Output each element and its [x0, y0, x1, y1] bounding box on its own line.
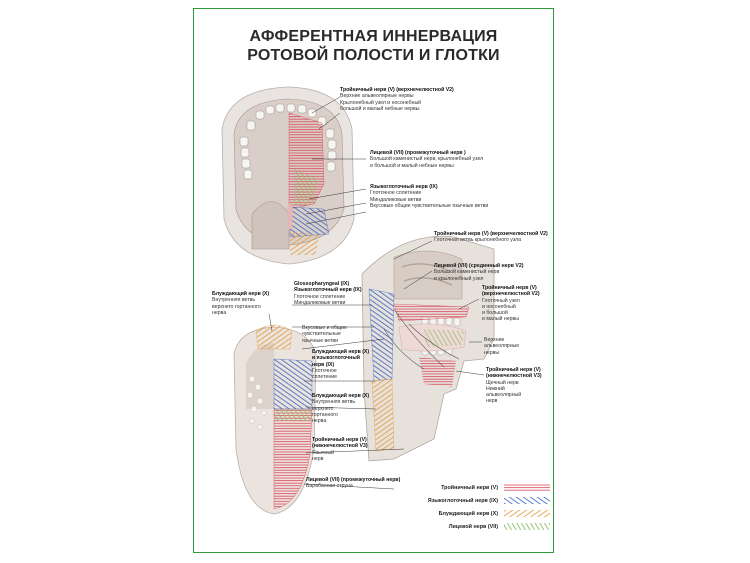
legend-item-trigeminal: Тройничный нерв (V) [420, 483, 550, 496]
label-line: нерва [212, 309, 227, 316]
label-line: Глоточный узел [482, 297, 520, 304]
label-line: нерв [312, 455, 324, 462]
label-head: Лицевой (VII) (промежуточный нерв) [306, 477, 401, 483]
label-line: Щечный нерв [486, 379, 519, 386]
label-line: и большой [482, 310, 508, 317]
label-line: Глоточное сплетение [294, 293, 346, 300]
label-line: Большой каменистый нерв, крылонебный узе… [370, 156, 484, 163]
label-line: Верхние [484, 337, 505, 343]
label-head: Блуждающий нерв (X) [312, 393, 370, 399]
label-line: Глоточное [312, 367, 337, 374]
anatomy-illustration [221, 86, 495, 515]
label-line: альвеолярный [486, 392, 522, 399]
label-trigeminal-v2-side: Тройничный нерв (V) (верхнечелюстной V2)… [434, 231, 549, 244]
label-line: Глоточное сплетение [370, 190, 422, 197]
label-head: Блуждающий нерв (X) [212, 291, 270, 297]
label-line: нерва [312, 418, 327, 425]
label-line: Миндаликовые ветви [370, 196, 422, 203]
label-glosso-mid: Glossopharyngeal (IX) Языкоглоточный нер… [294, 281, 374, 306]
label-line: Крылонебный узел и носонебный [340, 99, 422, 106]
label-upper-alveolar: Верхние альвеолярные нервы [484, 337, 519, 356]
label-line: Внутренняя ветвь [212, 297, 256, 304]
label-head: Тройничный нерв (V) (нижнечелюстной V3) [312, 437, 368, 450]
label-line: Нижний [486, 385, 505, 392]
label-line: Вкусовые и общие [302, 325, 347, 331]
label-line: Миндаликовые ветви [294, 299, 346, 306]
label-line: и крылонебный узел [434, 275, 484, 282]
label-head: Лицевой (VII) (промежуточный нерв ) [370, 150, 466, 156]
label-line: верхнего [312, 405, 334, 412]
legend-label: Языкоглоточный нерв (IX) [427, 498, 498, 504]
label-vagus-glosso-mid: Блуждающий нерв (X) и языкоглоточный нер… [312, 349, 370, 380]
label-head: Лицевой (VII) (срединный нерв V2) [434, 263, 524, 269]
label-line: альвеолярные [484, 343, 520, 350]
legend-item-glossopharyngeal: Языкоглоточный нерв (IX) [420, 496, 550, 509]
label-line: Внутренняя ветвь [312, 399, 356, 406]
label-head: Тройничный нерв (V) (нижнечелюстной V3) [486, 367, 542, 380]
palate-view [221, 86, 355, 265]
label-head: Glossopharyngeal (IX) Языкоглоточный нер… [294, 281, 362, 294]
label-head: Блуждающий нерв (X) и языкоглоточный нер… [312, 349, 370, 368]
label-trigeminal-v2-right: Тройничный нерв (V) (верхнечелюстной V2)… [482, 285, 553, 323]
label-line: Большой каменистый нерв [434, 269, 500, 276]
label-line: Глоточная ветвь крылонебного узла [434, 237, 522, 244]
title-line-2: РОТОВОЙ ПОЛОСТИ И ГЛОТКИ [247, 47, 500, 64]
label-glossopharyngeal-top: Языкоглоточный нерв (IX) Глоточное сплет… [370, 184, 488, 209]
label-vagus-mid: Блуждающий нерв (X) Внутренняя ветвь вер… [312, 393, 370, 424]
label-trigeminal-v3-right: Тройничный нерв (V) (нижнечелюстной V3) … [486, 367, 552, 405]
label-line: и большой и малый небные нервы [370, 162, 454, 169]
legend-label: Лицевой нерв (VII) [448, 524, 498, 530]
label-line: большой и малый небные нервы [340, 105, 420, 112]
legend-swatch-vagus [504, 510, 550, 517]
label-taste-mid: Вкусовые и общие чувствительные язычные … [302, 325, 347, 344]
label-facial-vii-side: Лицевой (VII) (срединный нерв V2) Большо… [434, 263, 523, 282]
legend-item-facial: Лицевой нерв (VII) [420, 522, 550, 535]
leader-lines [268, 96, 485, 490]
poster-title: АФФЕРЕНТНАЯ ИННЕРВАЦИЯ РОТОВОЙ ПОЛОСТИ И… [194, 27, 553, 65]
label-line: Верхние альвеолярные нервы [340, 93, 414, 100]
sagittal-view [361, 235, 495, 462]
label-line: и носонебный [482, 303, 516, 310]
legend-swatch-trigeminal [504, 484, 550, 491]
label-head: Тройничный нерв (V) (верхнечелюстной V2) [340, 87, 454, 93]
label-facial-vii-top: Лицевой (VII) (промежуточный нерв ) Боль… [370, 150, 483, 169]
label-head: Языкоглоточный нерв (IX) [370, 184, 438, 190]
label-line: Вкусовые общие чувствительные язычные ве… [370, 202, 489, 209]
legend-item-vagus: Блуждающий нерв (X) [420, 509, 550, 522]
label-line: чувствительные [302, 331, 341, 338]
label-line: нервы [484, 349, 500, 356]
label-facial-chorda: Лицевой (VII) (промежуточный нерв) Бараб… [306, 477, 400, 490]
label-line: Барабанная струна [306, 483, 353, 490]
legend-label: Тройничный нерв (V) [441, 485, 498, 491]
title-line-1: АФФЕРЕНТНАЯ ИННЕРВАЦИЯ [249, 28, 498, 45]
label-head: Тройничный нерв (V) (верхнечелюстной V2) [434, 231, 548, 237]
label-line: Язычный [312, 449, 335, 456]
tongue-view [233, 324, 317, 515]
label-trigeminal-v2-top: Тройничный нерв (V) (верхнечелюстной V2)… [340, 87, 454, 112]
label-line: нерв [486, 398, 498, 405]
label-head: Тройничный нерв (V) (верхнечелюстной V2) [482, 285, 540, 298]
label-vagus-left: Блуждающий нерв (X) Внутренняя ветвь вер… [212, 291, 269, 316]
legend-swatch-glossopharyngeal [504, 497, 550, 504]
label-line: сплетение [312, 374, 337, 381]
legend-swatch-facial [504, 523, 550, 530]
poster-sheet: АФФЕРЕНТНАЯ ИННЕРВАЦИЯ РОТОВОЙ ПОЛОСТИ И… [193, 8, 554, 553]
label-line: язычные ветви [302, 337, 338, 344]
label-line: гортанного [312, 411, 338, 418]
label-trigeminal-v3-mid: Тройничный нерв (V) (нижнечелюстной V3) … [312, 437, 368, 462]
legend: Тройничный нерв (V) Языкоглоточный нерв … [420, 483, 550, 535]
legend-label: Блуждающий нерв (X) [438, 511, 498, 517]
label-line: верхнего гортанного [212, 303, 261, 310]
label-line: и малый нервы [482, 316, 520, 323]
